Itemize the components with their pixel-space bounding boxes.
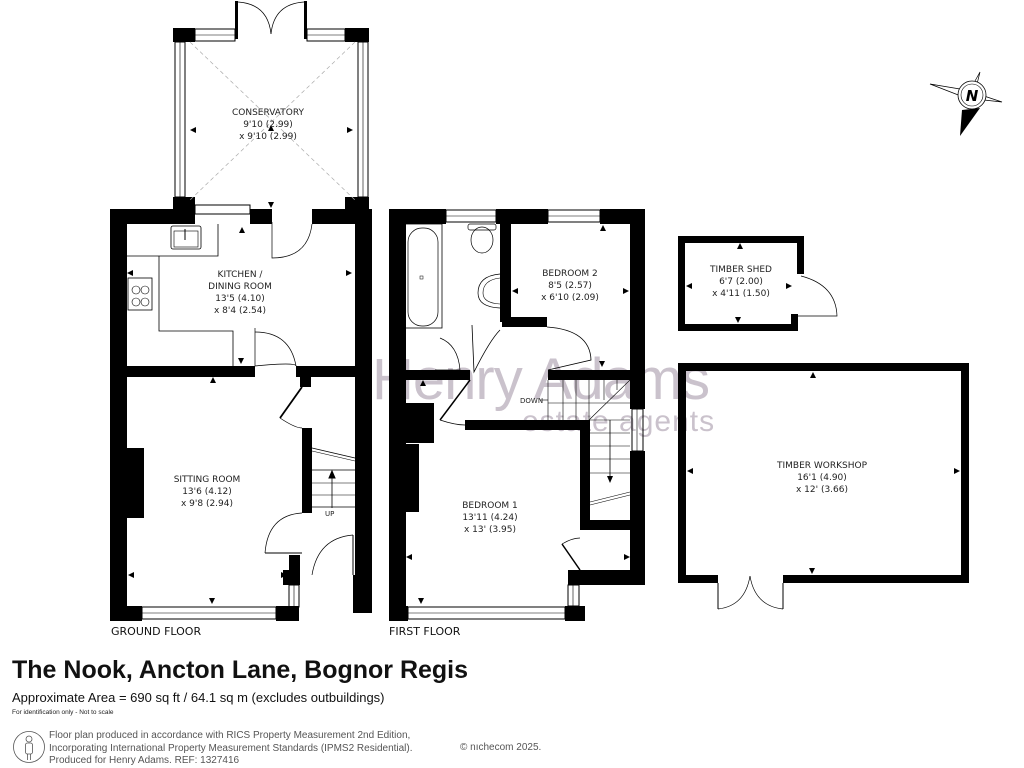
property-area: Approximate Area = 690 sq ft / 64.1 sq m…	[12, 690, 385, 705]
room-dimension: x 4'11 (1.50)	[712, 289, 770, 299]
stairs-up	[311, 447, 356, 508]
timber-workshop-plan	[678, 363, 969, 610]
room-name: SITTING ROOM	[173, 475, 241, 485]
first-floor-label: FIRST FLOOR	[389, 625, 461, 638]
legal-line-2: Incorporating International Property Mea…	[49, 742, 413, 754]
north-compass-icon: N	[929, 71, 1003, 136]
kitchen-hob-icon	[127, 277, 153, 311]
stairs-up-label: UP	[325, 510, 335, 518]
toilet-icon	[467, 223, 497, 254]
room-label-timber-shed: TIMBER SHED 6'7 (2.00) x 4'11 (1.50)	[710, 264, 772, 300]
measurement-legal-text: Floor plan produced in accordance with R…	[49, 730, 413, 768]
kitchen-sink-icon	[170, 225, 202, 250]
basin-icon	[477, 273, 501, 309]
first-floor-walls	[389, 209, 645, 621]
room-name: BEDROOM 2	[542, 269, 598, 279]
dimension-arrows	[127, 125, 960, 604]
room-dimension: x 9'10 (2.99)	[239, 132, 297, 142]
room-dimension: 13'5 (4.10)	[215, 294, 265, 304]
room-dimension: x 6'10 (2.09)	[541, 293, 599, 303]
copyright-notice: © nıchecom 2025.	[460, 742, 542, 753]
room-name: CONSERVATORY	[231, 108, 305, 118]
stairs-down-label: DOWN	[520, 397, 544, 405]
room-name: KITCHEN /	[217, 270, 263, 280]
room-label-kitchen-dining: KITCHEN / DINING ROOM 13'5 (4.10) x 8'4 …	[208, 269, 272, 317]
room-label-timber-workshop: TIMBER WORKSHOP 16'1 (4.90) x 12' (3.66)	[777, 460, 867, 496]
room-label-bedroom-2: BEDROOM 2 8'5 (2.57) x 6'10 (2.09)	[541, 268, 599, 304]
bathtub-icon	[403, 223, 443, 329]
room-name: TIMBER WORKSHOP	[776, 461, 868, 471]
room-name: TIMBER SHED	[710, 265, 772, 275]
conservatory-structure	[173, 1, 369, 215]
ground-floor-plan	[110, 1, 372, 621]
room-dimension: 16'1 (4.90)	[797, 473, 847, 483]
room-dimension: 13'6 (4.12)	[182, 487, 232, 497]
room-dimension: x 12' (3.66)	[795, 485, 849, 495]
room-name: BEDROOM 1	[462, 501, 518, 511]
room-dimension: x 8'4 (2.54)	[213, 306, 267, 316]
property-title: The Nook, Ancton Lane, Bognor Regis	[12, 656, 469, 684]
ground-floor-label: GROUND FLOOR	[111, 625, 202, 638]
room-dimension: 6'7 (2.00)	[719, 277, 763, 287]
room-dimension: 8'5 (2.57)	[548, 281, 592, 291]
person-scale-icon	[13, 731, 45, 763]
room-dimension: 9'10 (2.99)	[243, 120, 293, 130]
legal-line-1: Floor plan produced in accordance with R…	[49, 730, 411, 741]
scale-disclaimer: For identification only - Not to scale	[12, 709, 114, 716]
compass-north-label: N	[966, 87, 979, 105]
room-label-bedroom-1: BEDROOM 1 13'11 (4.24) x 13' (3.95)	[462, 500, 518, 536]
room-label-conservatory: CONSERVATORY 9'10 (2.99) x 9'10 (2.99)	[232, 107, 304, 143]
ground-floor-walls	[110, 209, 372, 621]
timber-shed-plan	[678, 236, 838, 331]
room-name: DINING ROOM	[208, 282, 272, 292]
legal-line-3: Produced for Henry Adams. REF: 1327416	[49, 755, 240, 766]
stairs-down	[540, 379, 631, 506]
room-dimension: x 13' (3.95)	[463, 525, 517, 535]
room-label-sitting-room: SITTING ROOM 13'6 (4.12) x 9'8 (2.94)	[174, 474, 241, 510]
room-dimension: x 9'8 (2.94)	[180, 499, 234, 509]
room-dimension: 13'11 (4.24)	[462, 513, 518, 523]
first-floor-plan	[389, 209, 645, 621]
